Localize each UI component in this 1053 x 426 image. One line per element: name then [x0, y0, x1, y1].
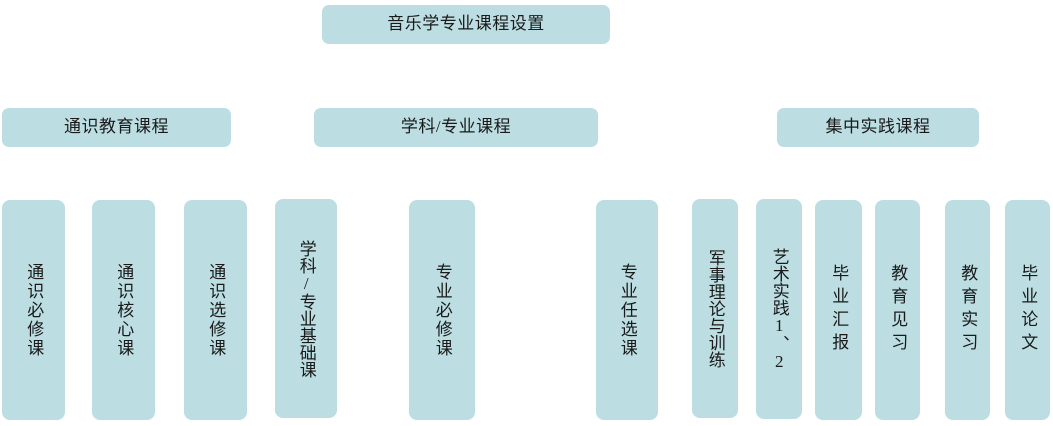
course-label: 通识选修课	[206, 262, 226, 358]
course-box: 军事理论与训练	[692, 199, 738, 418]
diagram-title-label: 音乐学专业课程设置	[387, 14, 545, 34]
course-box: 通识核心课	[92, 200, 155, 420]
category-box: 通识教育课程	[2, 108, 231, 147]
category-label: 学科/专业课程	[400, 117, 512, 137]
course-label: 通识核心课	[114, 262, 134, 358]
course-box: 专业必修课	[409, 200, 475, 420]
course-box: 通识必修课	[2, 200, 65, 420]
course-label: 通识必修课	[24, 262, 44, 358]
diagram-title-box: 音乐学专业课程设置	[322, 5, 610, 44]
category-label: 集中实践课程	[825, 117, 931, 137]
course-label: 教育见习	[888, 264, 908, 356]
course-label: 艺术实践1、2	[769, 247, 789, 371]
category-box: 学科/专业课程	[314, 108, 598, 147]
course-label: 专业必修课	[432, 262, 452, 358]
course-box: 教育见习	[875, 200, 920, 420]
course-box: 教育实习	[945, 200, 990, 420]
course-box: 毕业汇报	[815, 200, 862, 420]
course-label: 专业任选课	[617, 262, 637, 358]
course-label: 学科/专业基础课	[296, 239, 316, 378]
course-label: 军事理论与训练	[705, 249, 725, 368]
course-label: 教育实习	[958, 264, 978, 356]
course-box: 艺术实践1、2	[756, 199, 802, 419]
course-box: 毕业论文	[1005, 200, 1050, 420]
course-box: 专业任选课	[596, 200, 658, 420]
course-label: 毕业汇报	[829, 264, 849, 356]
course-box: 通识选修课	[184, 200, 247, 420]
category-label: 通识教育课程	[64, 117, 169, 137]
course-label: 毕业论文	[1018, 264, 1038, 356]
category-box: 集中实践课程	[777, 108, 979, 147]
course-box: 学科/专业基础课	[275, 199, 337, 418]
